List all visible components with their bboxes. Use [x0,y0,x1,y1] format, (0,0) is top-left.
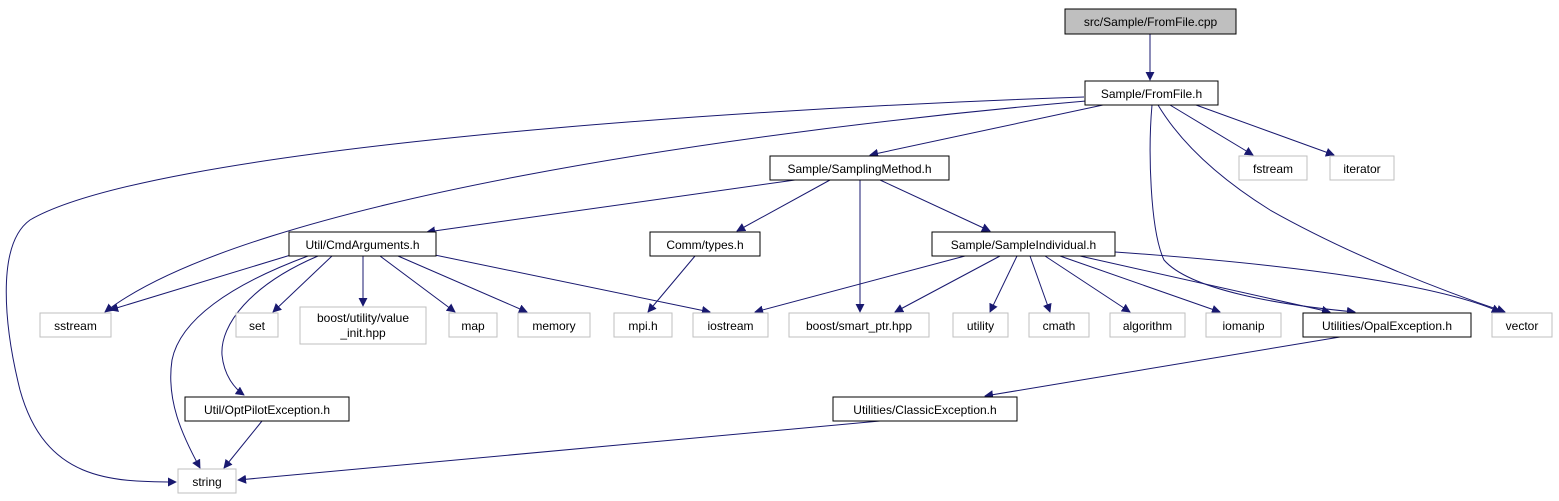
edge-opalexception-h-to-classicexception-h [984,336,1341,400]
node-iterator[interactable]: iterator [1329,155,1395,181]
node-algorithm-label: algorithm [1123,319,1172,333]
edge-cmdarguments-h-to-map [379,255,456,313]
node-utility-label: utility [967,319,994,333]
edge-sampleindividual-h-to-opalexception-h [1079,255,1331,315]
edge-fromfile-h-to-samplingmethod-h [869,104,1104,158]
node-smart-ptr-hpp-label: boost/smart_ptr.hpp [806,319,912,333]
edge-sampleindividual-h-to-iostream [754,255,966,315]
edge-fromfile-h-to-iterator [1195,104,1335,157]
edge-sampleindividual-h-to-iomanip [1059,255,1221,314]
edge-samplingmethod-h-to-cmdarguments-h [426,179,796,236]
edge-classicexception-h-to-string [237,420,881,484]
edge-samplingmethod-h-to-sampleindividual-h [879,179,991,232]
node-cmdarguments-h[interactable]: Util/CmdArguments.h [288,231,437,257]
edge-optpilotexception-h-to-string [223,420,263,469]
node-vector[interactable]: vector [1491,312,1553,338]
node-optpilotexception-h[interactable]: Util/OptPilotException.h [184,396,350,422]
edge-fromfile-h-to-sstream [104,100,1087,313]
edge-cmdarguments-h-to-set [272,255,333,313]
node-smart-ptr-hpp[interactable]: boost/smart_ptr.hpp [788,312,930,338]
node-optpilotexception-h-label: Util/OptPilotException.h [204,403,330,417]
node-utility[interactable]: utility [952,312,1009,338]
node-sampleindividual-h-label: Sample/SampleIndividual.h [951,238,1096,252]
node-root[interactable]: src/Sample/FromFile.cpp [1064,8,1237,35]
node-comm-types-h[interactable]: Comm/types.h [649,231,761,257]
node-cmath[interactable]: cmath [1028,312,1090,338]
edge-fromfile-h-to-string [5,96,1085,487]
node-fromfile-h[interactable]: Sample/FromFile.h [1084,80,1219,106]
node-iomanip[interactable]: iomanip [1205,312,1282,338]
node-string[interactable]: string [177,468,237,494]
edge-fromfile-h-to-opalexception-h [1149,104,1356,316]
node-memory[interactable]: memory [517,312,591,338]
nodes: src/Sample/FromFile.cpp Sample/FromFile.… [39,8,1553,494]
node-iostream[interactable]: iostream [692,312,769,338]
edges [5,34,1506,487]
edge-cmdarguments-h-to-sstream [109,253,295,312]
node-mpi-h[interactable]: mpi.h [613,312,673,338]
node-cmath-label: cmath [1043,319,1076,333]
edge-cmdarguments-h-to-iostream [429,253,711,315]
node-samplingmethod-h-label: Sample/SamplingMethod.h [787,162,931,176]
node-iterator-label: iterator [1343,162,1380,176]
node-mpi-h-label: mpi.h [628,319,657,333]
node-memory-label: memory [532,319,575,333]
node-comm-types-h-label: Comm/types.h [666,238,743,252]
edge-fromfile-h-to-fstream [1169,104,1254,156]
node-sstream-label: sstream [54,319,97,333]
node-value-init-hpp-label-line2: _init.hpp [339,326,386,340]
node-value-init-hpp-label-line1: boost/utility/value [317,311,409,325]
node-sampleindividual-h[interactable]: Sample/SampleIndividual.h [931,231,1116,257]
node-set-label: set [249,319,266,333]
node-map-label: map [461,319,485,333]
edge-sampleindividual-h-to-utility [989,255,1018,313]
node-vector-label: vector [1506,319,1539,333]
node-fstream[interactable]: fstream [1238,155,1308,181]
edge-fromfile-h-to-vector [1157,104,1506,314]
node-map[interactable]: map [448,312,498,338]
edge-sampleindividual-h-to-cmath [1029,255,1052,313]
node-classicexception-h[interactable]: Utilities/ClassicException.h [832,396,1018,422]
edge-samplingmethod-h-to-comm-types-h [736,179,831,232]
edge-cmdarguments-h-to-string [170,255,309,469]
node-algorithm[interactable]: algorithm [1109,312,1186,338]
node-fromfile-h-label: Sample/FromFile.h [1101,87,1202,101]
edge-cmdarguments-h-to-optpilotexception-h [221,255,319,396]
node-set[interactable]: set [235,312,279,338]
node-root-label: src/Sample/FromFile.cpp [1084,15,1218,29]
node-iomanip-label: iomanip [1222,319,1264,333]
node-opalexception-h[interactable]: Utilities/OpalException.h [1302,312,1472,338]
node-samplingmethod-h[interactable]: Sample/SamplingMethod.h [769,155,950,181]
node-string-label: string [192,475,221,489]
edge-sampleindividual-h-to-smart-ptr-hpp [894,255,1001,313]
node-opalexception-h-label: Utilities/OpalException.h [1322,319,1452,333]
node-classicexception-h-label: Utilities/ClassicException.h [853,403,996,417]
node-value-init-hpp[interactable]: boost/utility/value _init.hpp [299,306,427,345]
edge-sampleindividual-h-to-vector [1114,251,1501,313]
edge-comm-types-h-to-mpi-h [647,255,696,313]
node-cmdarguments-h-label: Util/CmdArguments.h [305,238,419,252]
node-sstream[interactable]: sstream [39,312,112,338]
node-fstream-label: fstream [1253,162,1293,176]
edge-sampleindividual-h-to-algorithm [1044,255,1131,313]
node-iostream-label: iostream [707,319,753,333]
edge-cmdarguments-h-to-memory [397,255,528,313]
